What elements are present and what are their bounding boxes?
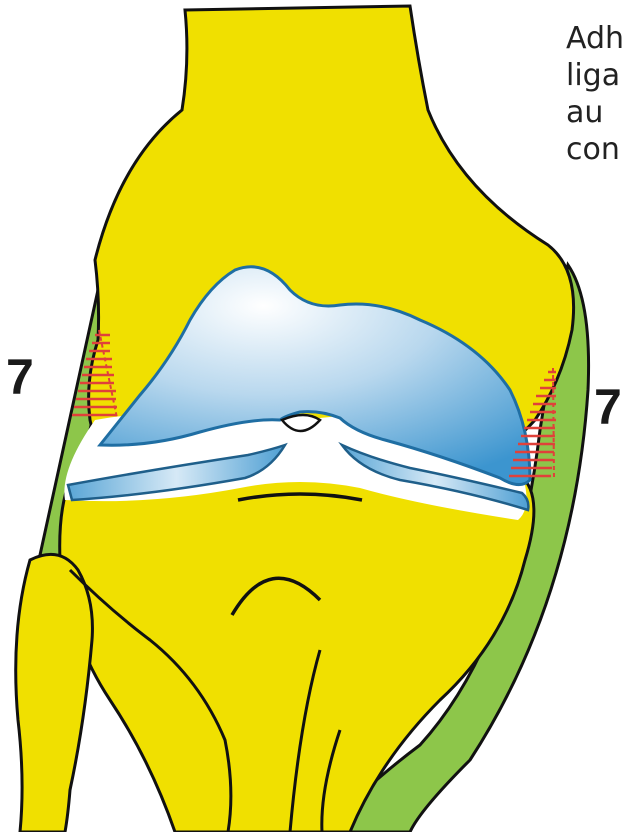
side-caption: Adh liga au con (566, 20, 623, 168)
right-label-7: 7 (594, 382, 622, 432)
side-caption-line-1: Adh (566, 20, 623, 57)
left-label-7: 7 (6, 352, 34, 402)
side-caption-line-4: con (566, 131, 623, 168)
side-caption-line-3: au (566, 94, 623, 131)
side-caption-line-2: liga (566, 57, 623, 94)
fibula-bone (16, 554, 93, 832)
